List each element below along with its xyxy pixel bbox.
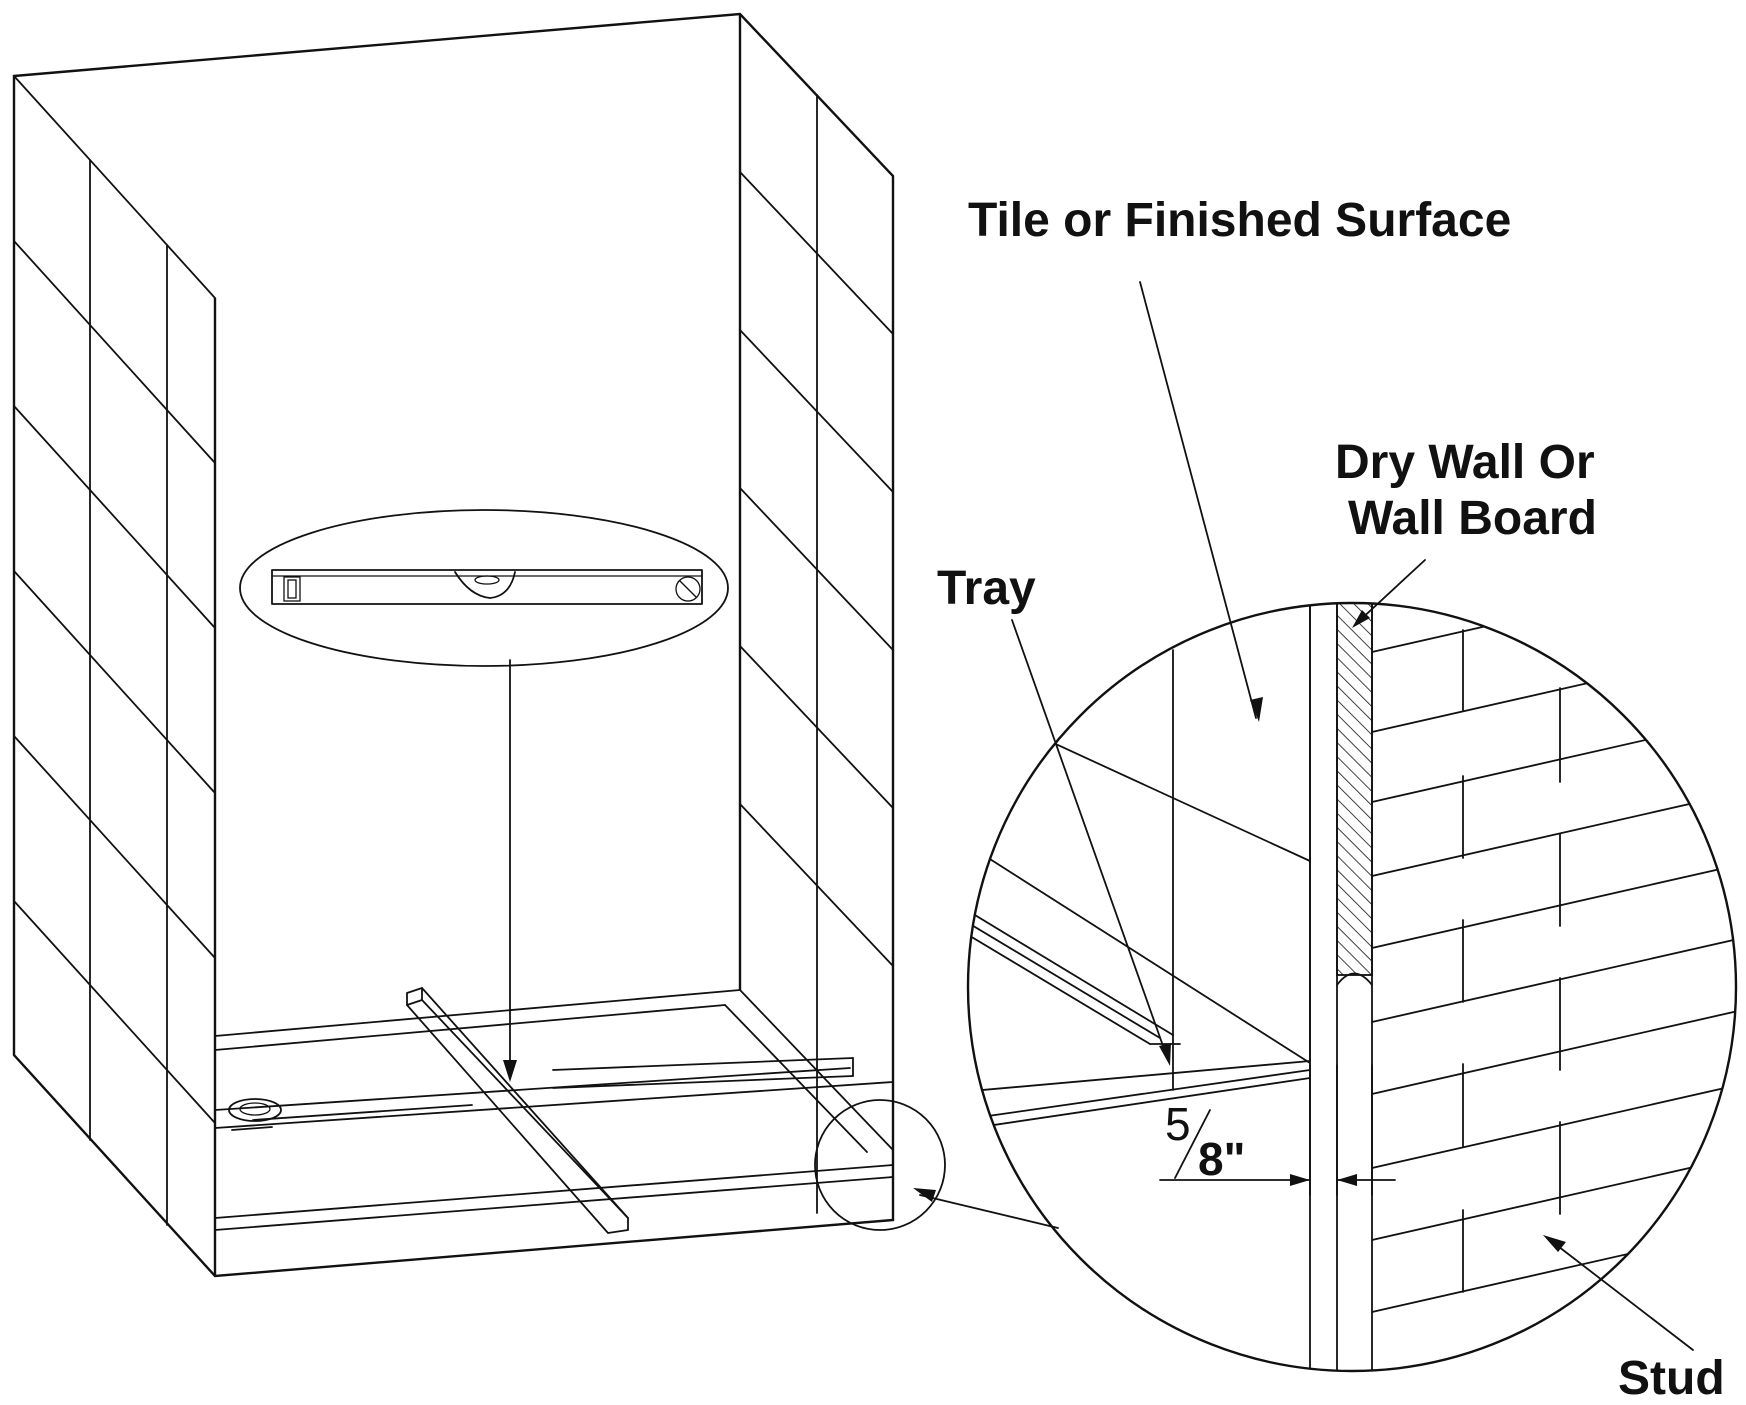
label-tray: Tray xyxy=(937,562,1036,615)
right-wall-tiles xyxy=(739,94,894,1214)
stud-leader xyxy=(1549,1239,1694,1351)
shower-enclosure xyxy=(12,12,1059,1278)
dimension-numerator: 5 xyxy=(1165,1098,1191,1150)
spirit-level-callout xyxy=(239,509,729,1082)
drain-icon xyxy=(228,1098,282,1122)
label-tile-finished-surface: Tile or Finished Surface xyxy=(968,194,1511,247)
detail-circle xyxy=(966,601,1738,1373)
dimension-denominator: 8" xyxy=(1198,1133,1245,1185)
stud-framing xyxy=(1371,603,1736,1313)
detail-reference-circle xyxy=(814,1099,946,1231)
dimension-annotation: 5 8" xyxy=(1159,1064,1396,1196)
left-wall-tiles xyxy=(13,159,216,1226)
label-drywall-line2: Wall Board xyxy=(1348,492,1597,545)
callout-ellipse xyxy=(239,509,729,667)
drywall-board xyxy=(1336,603,1373,976)
straight-edge-board xyxy=(406,987,629,1234)
tile-leader xyxy=(1139,281,1257,719)
spirit-level-icon xyxy=(271,569,703,605)
label-drywall-line1: Dry Wall Or xyxy=(1335,436,1595,489)
top-left-edge xyxy=(13,75,216,299)
drywall-leader xyxy=(1357,559,1426,623)
enclosure-outline xyxy=(12,12,895,1278)
label-stud: Stud xyxy=(1618,1352,1725,1400)
labels: Tile or Finished Surface Dry Wall Or Wal… xyxy=(937,194,1725,1405)
shower-tray xyxy=(214,989,894,1231)
detail-leader xyxy=(919,1194,1059,1229)
tray-leader xyxy=(1011,619,1169,1061)
